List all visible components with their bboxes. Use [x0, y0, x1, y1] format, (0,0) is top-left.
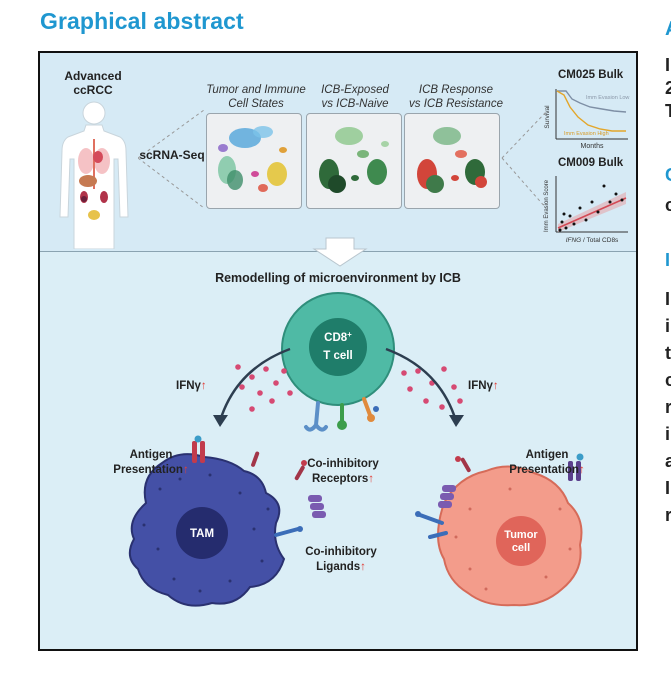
umap-title-3: ICB Response vs ICB Resistance [396, 83, 516, 111]
arrow-to-tumor [385, 347, 458, 422]
tam-label: TAM [190, 528, 214, 540]
cm009-title: CM009 Bulk [558, 157, 624, 169]
clipped-letter: t [665, 343, 671, 363]
umap-panel-cell-states [206, 113, 302, 209]
umap-panel-icb-response [404, 113, 500, 209]
ligands-line2: Ligands [316, 561, 361, 573]
tumor-nucleus [496, 516, 546, 566]
patient-label-line2: ccRCC [73, 83, 113, 97]
clipped-letter: I [665, 55, 671, 75]
umap-title-2: ICB-Exposed vs ICB-Naive [302, 83, 408, 111]
antigen-presentation-right: Antigen Presentation↑ [492, 448, 602, 478]
ifng-right-label: IFNγ↑ [468, 380, 528, 392]
co-inhibitory-ligands-label: Co-inhibitory Ligands↑ [286, 545, 396, 575]
patient-label-line1: Advanced [64, 69, 122, 83]
cm025-legend-low: Imm Evasion Low [586, 95, 629, 101]
clipped-letter: a [665, 451, 671, 471]
arrow-to-tam [218, 347, 291, 422]
clipped-letter: c [665, 195, 671, 215]
tam-mhc-icons [192, 435, 326, 537]
ifng-right-text: IFNγ [468, 380, 493, 392]
microenvironment-title: Remodelling of microenvironment by ICB [215, 271, 461, 285]
up-arrow: ↑ [368, 473, 374, 485]
down-arrow-icon [312, 237, 368, 267]
tumor-label-line2: cell [512, 542, 530, 554]
antigen-presentation-left: Antigen Presentation↑ [96, 448, 206, 478]
umap-title-1-line2: Cell States [228, 98, 284, 110]
clipped-letter: i [665, 424, 671, 444]
tumor-mhc-icons [415, 453, 584, 539]
tumor-label-line1: Tumor [504, 529, 538, 541]
umap-panel-icb-exposed [306, 113, 402, 209]
clipped-letter: i [665, 316, 671, 336]
up-arrow: ↑ [578, 464, 585, 476]
cm025-legend-high: Imm Evasion High [564, 131, 609, 137]
receptors-line2: Receptors [312, 473, 369, 485]
ifng-left-label: IFNγ↑ [176, 380, 236, 392]
receptors-line1: Co-inhibitory [307, 458, 379, 470]
clipped-letter: T [665, 101, 671, 121]
abstract-figure: Advanced ccRCC scRNA-Seq Tumor and Immun… [38, 51, 638, 651]
t-cell-label-line2: T cell [323, 350, 352, 362]
clipped-letter: r [665, 505, 671, 525]
umap-title-3-line2: vs ICB Resistance [409, 98, 503, 110]
leader-lines [138, 109, 205, 209]
t-cell-nucleus [309, 318, 367, 376]
cm025-ylabel: Survival [544, 105, 551, 129]
clipped-letter: 2 [665, 78, 671, 98]
antigen-right-line2: Presentation [509, 464, 579, 476]
cm025-title: CM025 Bulk [558, 69, 624, 81]
co-inhibitory-receptors-label: Co-inhibitory Receptors↑ [288, 457, 398, 487]
cm009-scatter-plot: Imm Evasion Score IFNG / Total CD8s [544, 176, 628, 244]
up-arrow: ↑ [492, 380, 499, 392]
clipped-letter: c [665, 370, 671, 390]
ifng-left-text: IFNγ [176, 380, 201, 392]
antigen-left-line1: Antigen [129, 449, 173, 461]
tam-nucleus [176, 507, 228, 559]
cm009-ylabel: Imm Evasion Score [544, 179, 550, 232]
up-arrow: ↑ [182, 464, 189, 476]
graphical-abstract-heading: Graphical abstract [40, 8, 244, 34]
clipped-letter: I [665, 478, 671, 498]
umap-title-2-line1: ICB-Exposed [321, 84, 389, 96]
up-arrow: ↑ [200, 380, 207, 392]
cell-interaction-illustration: CD8+ T cell [128, 292, 584, 607]
antigen-left-line2: Presentation [113, 464, 183, 476]
scrna-seq-label: scRNA-Seq [139, 148, 205, 162]
up-arrow: ↑ [360, 561, 366, 573]
clipped-letter: A [665, 18, 671, 41]
bulk-leader-lines [501, 111, 547, 209]
t-cell-label-line1: CD8+ [324, 330, 352, 344]
clipped-letter: C [665, 165, 671, 186]
umap-title-1: Tumor and Immune Cell States [198, 83, 314, 111]
cm009-xlabel: IFNG / Total CD8s [566, 237, 619, 244]
umap-title-3-line1: ICB Response [418, 84, 494, 96]
cm025-xlabel: Months [581, 143, 604, 150]
umap-title-2-line2: vs ICB-Naive [321, 98, 389, 110]
antigen-right-line1: Antigen [525, 449, 569, 461]
ligands-line1: Co-inhibitory [305, 546, 377, 558]
receptor-icons [304, 397, 379, 432]
cm025-survival-plot: Survival Imm Evasion Low Imm Evasion Hig… [544, 89, 629, 150]
human-body-icon [59, 101, 129, 249]
clipped-letter: r [665, 397, 671, 417]
clipped-letter: I [665, 289, 671, 309]
clipped-letter: I [665, 250, 671, 270]
patient-label: Advanced ccRCC [48, 69, 138, 97]
umap-title-1-line1: Tumor and Immune [206, 84, 306, 96]
